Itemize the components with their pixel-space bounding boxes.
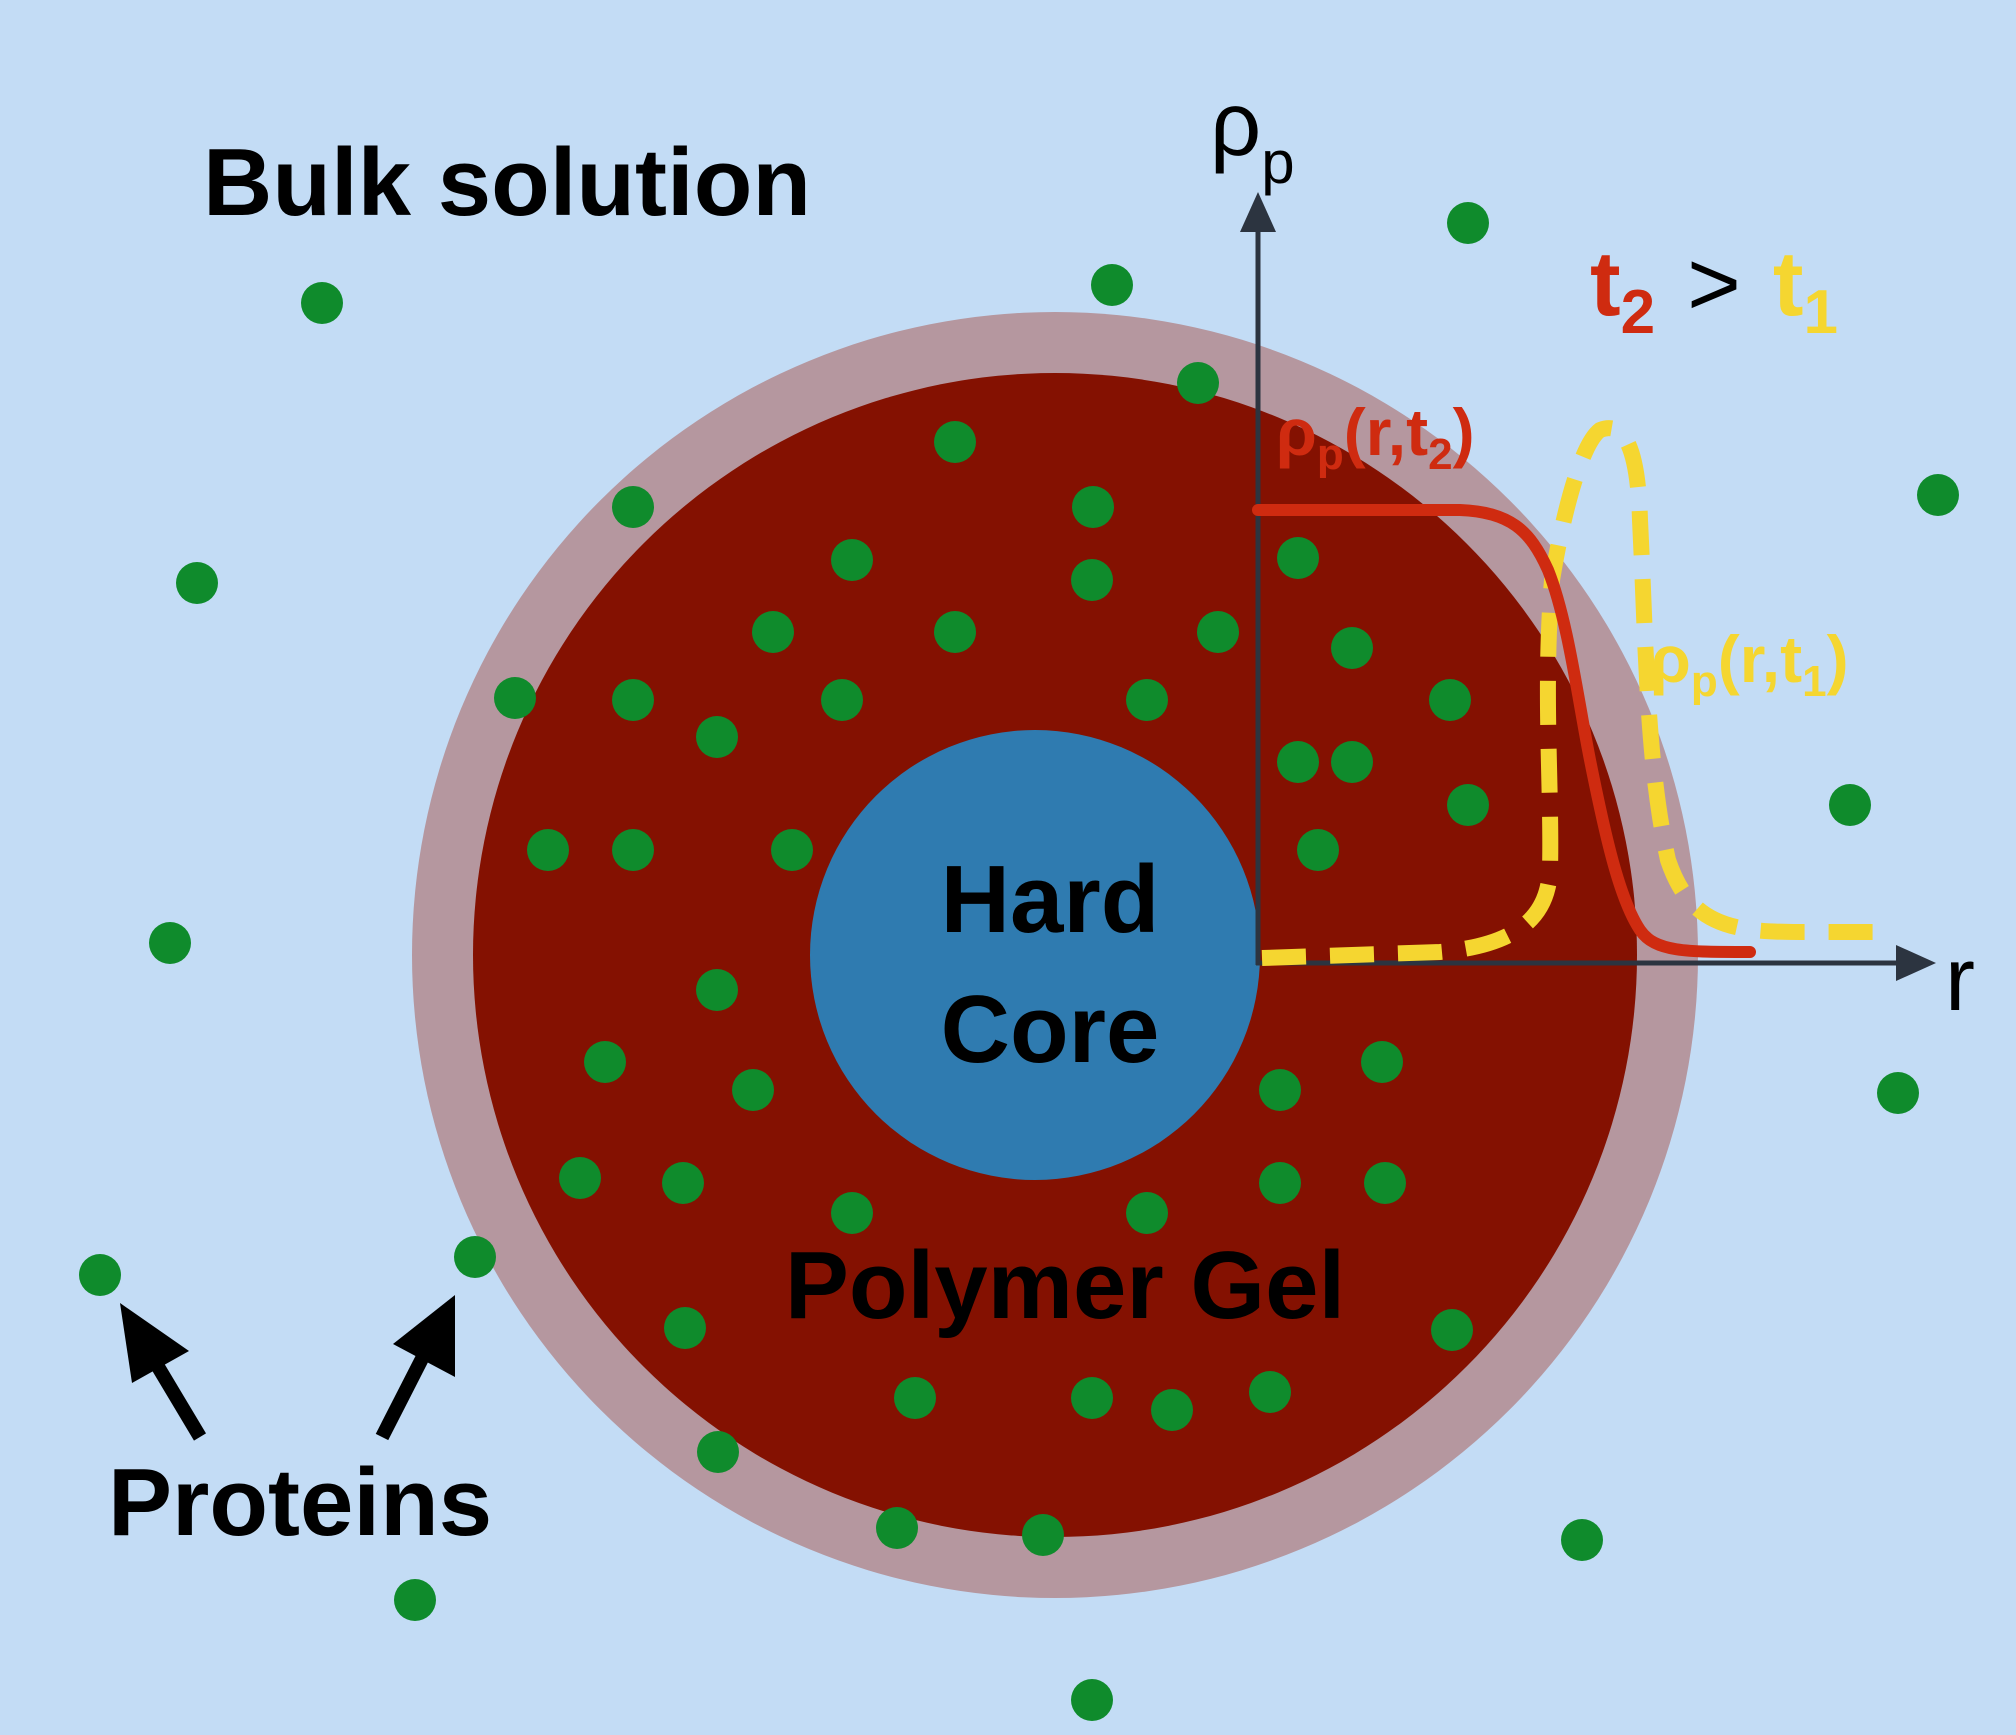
curve-label-t1-close: ) (1827, 622, 1849, 696)
curve-label-t1-sub-p: p (1691, 657, 1718, 706)
hard-core (810, 730, 1260, 1180)
protein-dot (934, 611, 976, 653)
curve-label-t2: ρp(r,t2) (1276, 395, 1475, 479)
protein-dot (1447, 784, 1489, 826)
protein-dot (696, 969, 738, 1011)
curve-label-t2-rho: ρ (1276, 395, 1317, 469)
t2-symbol: t (1590, 233, 1621, 335)
protein-dot (1072, 486, 1114, 528)
protein-dot (1877, 1072, 1919, 1114)
protein-dot (1197, 611, 1239, 653)
protein-dot (1249, 1371, 1291, 1413)
x-axis-arrowhead (1896, 945, 1936, 981)
protein-dot (1297, 829, 1339, 871)
protein-dot (1331, 627, 1373, 669)
protein-dot (1277, 537, 1319, 579)
t2-subscript: 2 (1621, 278, 1655, 347)
time-relation-label: t2>t1 (1590, 233, 1838, 347)
protein-dot (732, 1069, 774, 1111)
protein-dot (1126, 679, 1168, 721)
protein-dot (752, 611, 794, 653)
curve-label-t2-close: ) (1453, 395, 1475, 469)
t1-subscript: 1 (1804, 278, 1838, 347)
protein-dot (1561, 1519, 1603, 1561)
protein-dot (1126, 1192, 1168, 1234)
protein-dot (494, 677, 536, 719)
curve-label-t1-sub-t: 1 (1802, 657, 1826, 706)
y-axis-label: ρp (1210, 75, 1295, 196)
x-axis-label: r (1945, 930, 1975, 1030)
protein-dot (1361, 1041, 1403, 1083)
protein-dot (1917, 474, 1959, 516)
protein-dot (612, 829, 654, 871)
protein-dot (454, 1236, 496, 1278)
protein-dot (771, 829, 813, 871)
protein-dot (1071, 559, 1113, 601)
protein-dot (79, 1254, 121, 1296)
protein-dot (934, 421, 976, 463)
protein-dot (1071, 1377, 1113, 1419)
protein-dot (1259, 1162, 1301, 1204)
density-curve-t1 (1261, 420, 1878, 966)
curve-label-t1-args: (r,t (1718, 622, 1802, 696)
protein-dot (821, 679, 863, 721)
protein-dot (1277, 741, 1319, 783)
protein-dot (662, 1162, 704, 1204)
protein-dot (1091, 264, 1133, 306)
curve-label-t2-sub-t: 2 (1428, 430, 1452, 479)
y-axis-arrowhead (1240, 192, 1276, 232)
protein-dot (301, 282, 343, 324)
protein-dot (1259, 1069, 1301, 1111)
protein-dot (1364, 1162, 1406, 1204)
density-curve-t2 (1252, 504, 1756, 958)
arrow-right-head (393, 1295, 455, 1377)
protein-dot (1331, 741, 1373, 783)
protein-dot (527, 829, 569, 871)
curve-label-t2-args: (r,t (1344, 395, 1428, 469)
proteins-label: Proteins (108, 1449, 492, 1556)
y-axis-subscript: p (1261, 129, 1294, 196)
protein-dot (1071, 1679, 1113, 1721)
protein-dot (612, 486, 654, 528)
protein-dot (149, 922, 191, 964)
protein-dot (1151, 1389, 1193, 1431)
curve-label-t1: ρp(r,t1) (1650, 622, 1849, 706)
hard-core-label-line2: Core (941, 976, 1160, 1083)
protein-dot (1177, 362, 1219, 404)
protein-dot (1829, 784, 1871, 826)
protein-dot (664, 1307, 706, 1349)
protein-dot (697, 1431, 739, 1473)
hard-core-label-line1: Hard (941, 846, 1160, 953)
bulk-solution-label: Bulk solution (203, 129, 811, 236)
greater-than-operator: > (1687, 233, 1741, 335)
protein-dot (894, 1377, 936, 1419)
protein-dot (696, 716, 738, 758)
protein-dot (1431, 1309, 1473, 1351)
polymer-gel-label: Polymer Gel (785, 1232, 1345, 1339)
curve-label-t2-sub-p: p (1317, 430, 1344, 479)
protein-dot (612, 679, 654, 721)
protein-dot (831, 1192, 873, 1234)
arrow-left-head (120, 1303, 189, 1383)
protein-dot (394, 1579, 436, 1621)
y-axis-symbol: ρ (1210, 75, 1261, 175)
protein-dot (1447, 202, 1489, 244)
protein-dot (1022, 1514, 1064, 1556)
t1-symbol: t (1773, 233, 1804, 335)
density-axes (1240, 192, 1936, 981)
protein-dot (1429, 679, 1471, 721)
protein-dot (831, 539, 873, 581)
protein-dot (876, 1507, 918, 1549)
protein-pointer-arrows (120, 1295, 455, 1441)
protein-dot (176, 562, 218, 604)
protein-dot (584, 1041, 626, 1083)
protein-dot (559, 1157, 601, 1199)
curve-label-t1-rho: ρ (1650, 622, 1691, 696)
protein-dots (79, 202, 1959, 1721)
